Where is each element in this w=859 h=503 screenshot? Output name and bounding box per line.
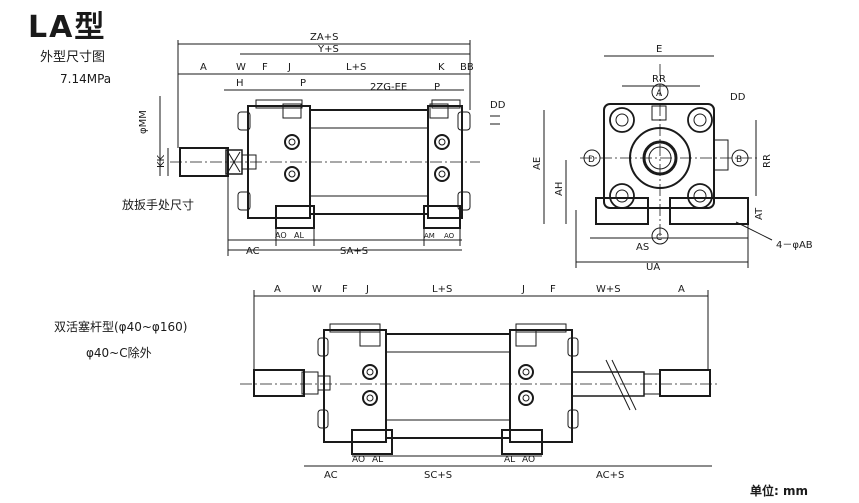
page-title: LA型 [28, 10, 107, 45]
unit-label: 单位: mm [750, 484, 808, 498]
dr-dim-f-left: F [342, 284, 348, 295]
dr-dim-sc-s: SC+S [424, 470, 452, 481]
dr-dim-al-2: AL [504, 455, 515, 465]
dr-dim-j-left: J [365, 284, 369, 295]
dim-w: W [236, 62, 246, 73]
double-rod-labels: A W F J L+S J F W+S A AO AL AL AO AC SC+… [274, 284, 685, 481]
dim-e: E [656, 44, 662, 55]
dr-dim-ac-s: AC+S [596, 470, 624, 481]
port-c: C [656, 233, 662, 243]
dim-al-1: AL [294, 231, 304, 240]
dim-rod-dia: φMM [138, 110, 149, 134]
dr-dim-al-1: AL [372, 455, 383, 465]
wrench-note: 放扳手处尺寸 [122, 198, 195, 212]
dim-sa-s: SA+S [340, 246, 368, 257]
dr-dim-ac: AC [324, 470, 338, 481]
dim-h: H [236, 78, 244, 89]
dim-j: J [287, 62, 291, 73]
dim-rr-top: RR [652, 74, 666, 85]
side-view-cylinder [159, 40, 500, 256]
dim-p-front: P [300, 78, 306, 89]
pressure-rating: 7.14MPa [60, 72, 112, 86]
dim-a: A [200, 62, 207, 73]
dr-dim-ao-1: AO [352, 455, 365, 465]
side-view-labels: ZA+S Y+S A W F J L+S K BB H P 2ZG-EE P φ… [138, 32, 506, 257]
double-rod-cylinder [240, 290, 720, 467]
dim-k: K [438, 62, 445, 73]
dr-dim-ao-2: AO [522, 455, 535, 465]
double-rod-exception: φ40~C除外 [86, 346, 152, 360]
dr-dim-l-s: L+S [432, 284, 452, 295]
port-d: D [588, 155, 595, 165]
dim-ae: AE [532, 157, 543, 170]
dim-ac: AC [246, 246, 260, 257]
dim-at: AT [754, 207, 765, 220]
end-view-labels: E RR A B C D DD RR AE AH AT AS UA 4－φAB [532, 44, 813, 273]
subtitle: 外型尺寸图 [40, 50, 106, 65]
dim-za-s: ZA+S [310, 32, 338, 43]
dim-l-s: L+S [346, 62, 366, 73]
dr-dim-f-right: F [550, 284, 556, 295]
dim-ah: AH [554, 182, 565, 196]
dr-dim-a-right: A [678, 284, 685, 295]
dr-dim-j-right: J [521, 284, 525, 295]
dr-dim-a-left: A [274, 284, 281, 295]
dim-am: AM [424, 232, 435, 240]
dim-kk: KK [156, 154, 167, 168]
dim-ao-2: AO [444, 232, 455, 240]
dim-f: F [262, 62, 268, 73]
dim-p-rear: P [434, 82, 440, 93]
dim-dd-side: DD [490, 100, 506, 111]
dim-bb: BB [460, 62, 474, 73]
dr-dim-w-s: W+S [596, 284, 621, 295]
dim-ua: UA [646, 262, 660, 273]
dim-port-thread: 2ZG-EE [370, 82, 407, 93]
dr-dim-w: W [312, 284, 322, 295]
dim-ao-1: AO [275, 231, 287, 240]
port-b: B [736, 155, 742, 165]
dim-rr-side: RR [762, 154, 773, 168]
port-markers [583, 83, 749, 245]
dim-y-s: Y+S [317, 44, 339, 55]
dim-dd-end: DD [730, 92, 746, 103]
dim-as: AS [636, 242, 649, 253]
port-a: A [656, 89, 663, 99]
dim-mount-holes: 4－φAB [776, 240, 813, 251]
double-rod-note: 双活塞杆型(φ40~φ160) [54, 320, 188, 334]
end-view-cylinder [543, 55, 773, 268]
